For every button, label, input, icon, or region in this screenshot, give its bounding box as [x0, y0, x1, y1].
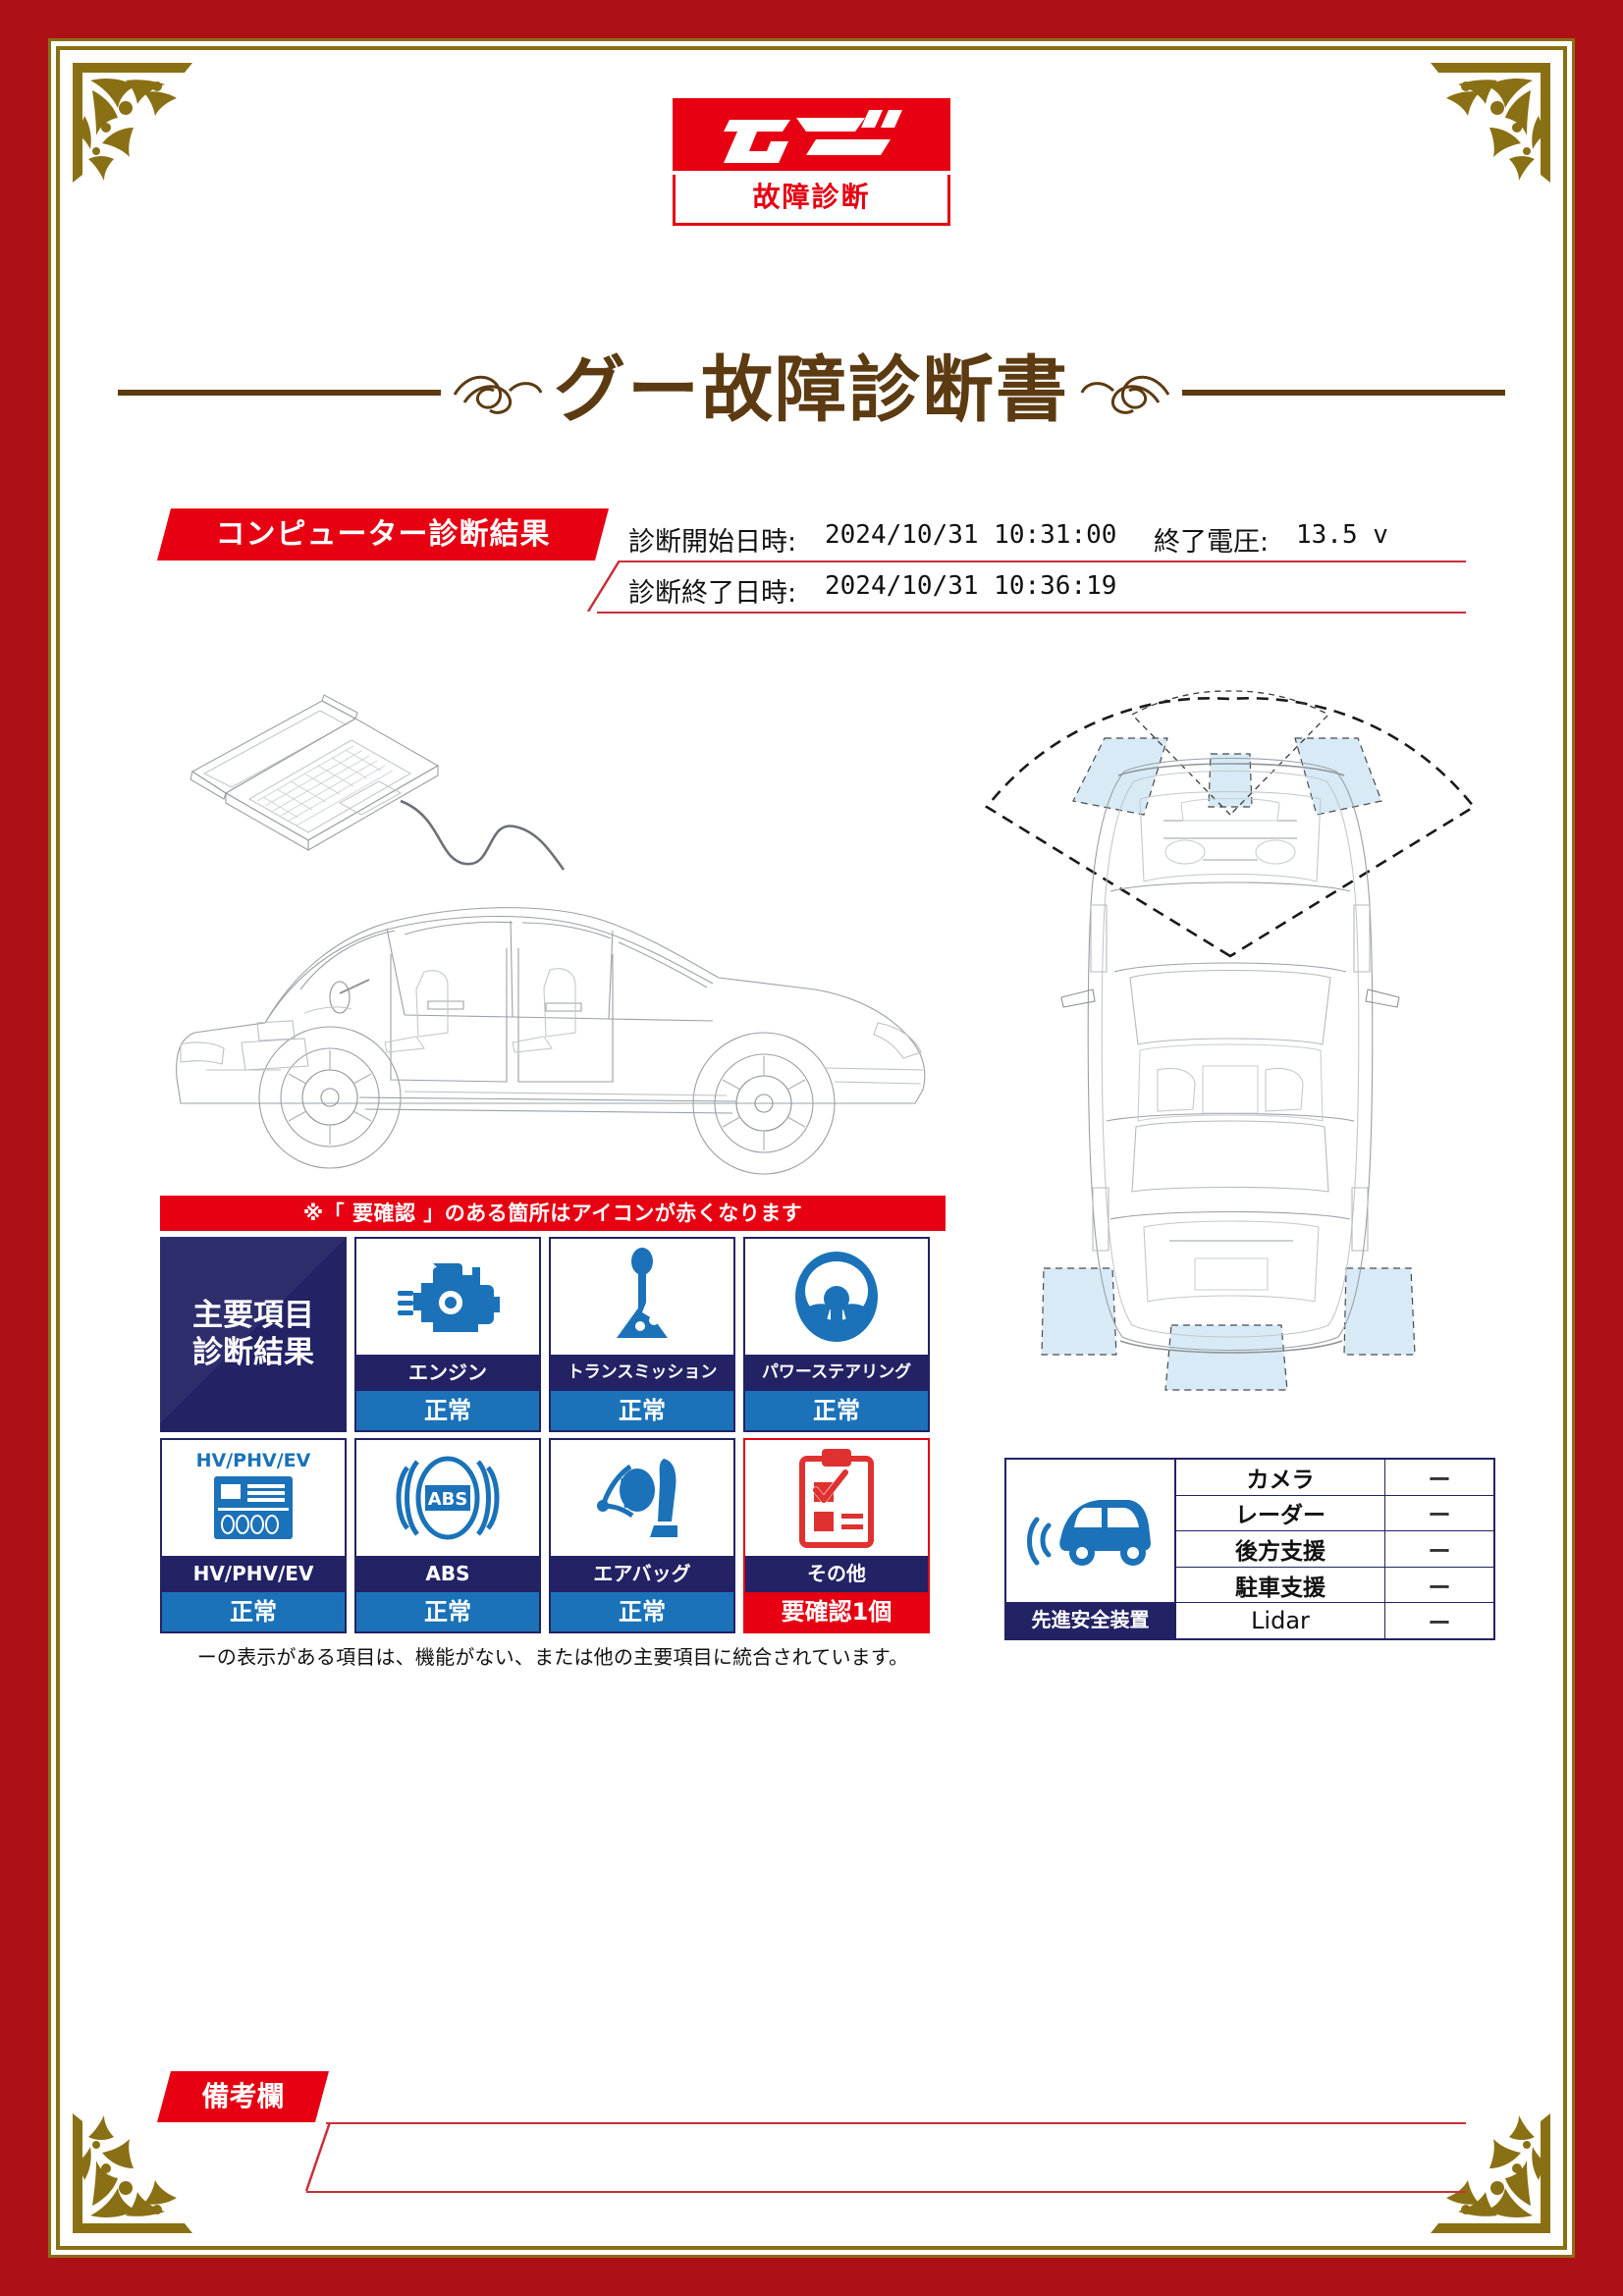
title-rule-left [118, 389, 441, 396]
laptop-car-connection-illustration [147, 677, 962, 1178]
safety-item-value: ー [1428, 1538, 1451, 1565]
result-card-name: HV/PHV/EV [162, 1556, 345, 1592]
svg-text:HV/PHV/EV: HV/PHV/EV [196, 1450, 311, 1471]
result-card-status: 正常 [551, 1592, 733, 1631]
results-row-2: HV/PHV/EV [160, 1438, 946, 1633]
result-card-status: 要確認1個 [745, 1592, 928, 1631]
safety-row: 駐車支援 ー [1176, 1567, 1493, 1604]
airbag-icon [551, 1440, 733, 1556]
safety-item-value: ー [1428, 1611, 1451, 1637]
title-rule-right [1182, 389, 1505, 396]
safety-item-value: ー [1428, 1503, 1451, 1529]
safety-rows-container: カメラ ー レーダー ー 後方支援 ー 駐車支援 ー Lidar ー [1176, 1458, 1495, 1640]
end-voltage-value: 13.5 v [1296, 520, 1388, 550]
main-diagnosis-results: ※「 要確認 」のある箇所はアイコンが赤くなります 主要項目 診断結果 [160, 1196, 946, 1670]
remarks-line-bottom [306, 2191, 1466, 2193]
result-card-status: 正常 [162, 1592, 345, 1631]
advanced-safety-devices: 先進安全装置 カメラ ー レーダー ー 後方支援 ー 駐車支援 ー [1004, 1458, 1495, 1640]
start-time-label: 診断開始日時: [628, 527, 797, 558]
computer-diagnosis-banner: コンピューター診断結果 [157, 508, 609, 561]
computer-diagnosis-header: コンピューター診断結果 診断開始日時: 2024/10/31 10:31:00 … [157, 508, 1466, 614]
safety-item-name: 駐車支援 [1176, 1567, 1385, 1603]
result-card-transmission[interactable]: トランスミッション 正常 [549, 1237, 735, 1432]
car-sensor-icon [1006, 1460, 1174, 1602]
remarks-slash-divider [304, 2122, 332, 2191]
result-card-status: 正常 [356, 1592, 539, 1631]
divider-line-bottom [597, 612, 1466, 614]
result-card-name: ABS [356, 1556, 539, 1592]
abs-icon: ABS [356, 1440, 539, 1556]
result-card-abs[interactable]: ABS ABS 正常 [354, 1438, 541, 1633]
result-card-name: その他 [745, 1556, 928, 1592]
svg-text:ABS: ABS [428, 1489, 468, 1510]
start-time-value: 2024/10/31 10:31:00 [825, 520, 1117, 550]
end-time-value: 2024/10/31 10:36:19 [825, 571, 1117, 601]
brand-logo: 故障診断 [0, 98, 1623, 226]
safety-item-value: ー [1428, 1467, 1451, 1493]
engine-icon [356, 1239, 539, 1355]
safety-item-name: Lidar [1176, 1603, 1385, 1638]
safety-row: 後方支援 ー [1176, 1531, 1493, 1568]
result-card-other[interactable]: その他 要確認1個 [743, 1438, 930, 1633]
goo-logo-mark [673, 98, 950, 171]
page-title-text: グー故障診断書 [554, 348, 1069, 432]
remarks-banner: 備考欄 [157, 2071, 329, 2122]
safety-item-name: カメラ [1176, 1460, 1385, 1495]
remarks-section: 備考欄 [157, 2071, 1466, 2193]
safety-table-label: 先進安全装置 [1006, 1601, 1174, 1638]
results-group-label: 主要項目 診断結果 [160, 1237, 347, 1432]
safety-item-value: ー [1428, 1575, 1451, 1601]
divider-line-top [619, 561, 1466, 562]
alert-notice-bar: ※「 要確認 」のある箇所はアイコンが赤くなります [160, 1196, 946, 1231]
safety-icon-column: 先進安全装置 [1004, 1458, 1176, 1640]
result-card-power-steering[interactable]: パワーステアリング 正常 [743, 1237, 930, 1432]
safety-item-name: レーダー [1176, 1495, 1385, 1531]
result-card-engine[interactable]: エンジン 正常 [354, 1237, 541, 1432]
remarks-line-top [326, 2122, 1466, 2124]
result-card-airbag[interactable]: エアバッグ 正常 [549, 1438, 735, 1633]
banner-slash-divider [586, 561, 622, 612]
sensor-coverage-illustration [957, 677, 1497, 1404]
logo-subtitle: 故障診断 [673, 175, 950, 226]
group-label-line1: 主要項目 [192, 1297, 314, 1333]
steering-icon [745, 1239, 928, 1355]
safety-row: カメラ ー [1176, 1460, 1493, 1496]
result-card-status: 正常 [745, 1391, 928, 1430]
result-card-status: 正常 [356, 1391, 539, 1430]
page-title: グー故障診断書 [118, 334, 1505, 447]
safety-table: 先進安全装置 カメラ ー レーダー ー 後方支援 ー 駐車支援 ー [1004, 1458, 1495, 1640]
results-footnote: ーの表示がある項目は、機能がない、または他の主要項目に統合されています。 [196, 1645, 909, 1669]
clipboard-icon [745, 1440, 928, 1556]
result-card-name: パワーステアリング [745, 1355, 928, 1391]
title-ornament-left [453, 375, 543, 414]
safety-item-name: 後方支援 [1176, 1531, 1385, 1567]
title-ornament-right [1080, 375, 1170, 414]
result-card-status: 正常 [551, 1391, 733, 1430]
safety-row: レーダー ー [1176, 1495, 1493, 1532]
result-card-name: エンジン [356, 1355, 539, 1391]
certificate-gold-frame [56, 46, 1567, 2250]
end-voltage-label: 終了電圧: [1154, 527, 1270, 558]
end-time-label: 診断終了日時: [628, 578, 797, 609]
group-label-line2: 診断結果 [192, 1334, 314, 1370]
safety-row: Lidar ー [1176, 1603, 1493, 1638]
result-card-name: エアバッグ [551, 1556, 733, 1592]
result-card-name: トランスミッション [551, 1355, 733, 1391]
results-row-1: 主要項目 診断結果 エンジン 正常 [160, 1237, 946, 1432]
battery-icon: HV/PHV/EV [162, 1440, 345, 1556]
transmission-icon [551, 1239, 733, 1355]
result-card-hv-phv-ev[interactable]: HV/PHV/EV [160, 1438, 347, 1633]
